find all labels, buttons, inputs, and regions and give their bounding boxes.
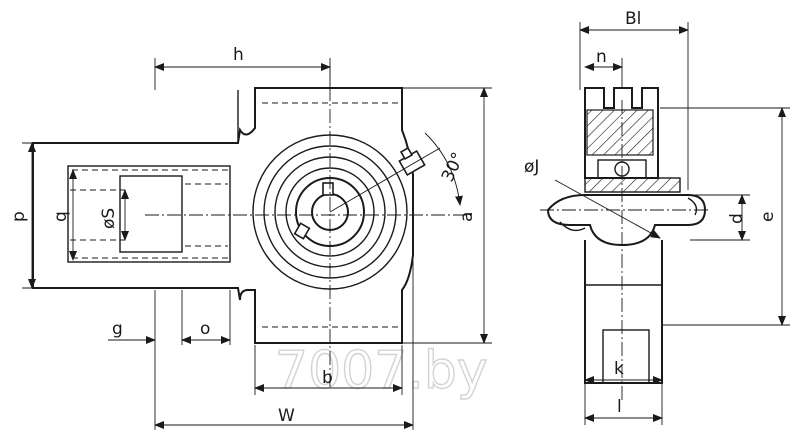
label-g: g	[112, 319, 123, 339]
label-e: e	[758, 212, 778, 222]
housing-outline	[32, 87, 414, 344]
grease-nipple	[398, 146, 426, 177]
label-q: q	[51, 211, 71, 222]
label-d: d	[727, 213, 747, 224]
label-a: a	[457, 212, 477, 222]
front-dimensions	[22, 58, 492, 430]
label-bl: Bl	[625, 9, 641, 29]
front-view	[32, 65, 475, 390]
label-j: øJ	[524, 157, 539, 177]
bolt-hole	[119, 175, 183, 253]
label-s: øS	[99, 208, 119, 229]
label-p: p	[9, 211, 29, 222]
label-o: o	[200, 319, 210, 339]
set-screw	[322, 182, 334, 196]
side-view	[540, 87, 710, 400]
label-w: W	[278, 406, 295, 426]
hatched-section	[586, 109, 654, 156]
housing-shoulder-lines	[237, 88, 256, 143]
label-h: h	[233, 45, 244, 65]
watermark: 7007.by	[275, 341, 488, 401]
slot-outline	[67, 165, 231, 263]
label-b: b	[322, 368, 333, 388]
shaft	[546, 194, 707, 247]
label-k: k	[614, 359, 624, 379]
label-l: l	[617, 397, 622, 417]
label-n: n	[596, 47, 607, 67]
side-dimensions	[579, 22, 790, 425]
